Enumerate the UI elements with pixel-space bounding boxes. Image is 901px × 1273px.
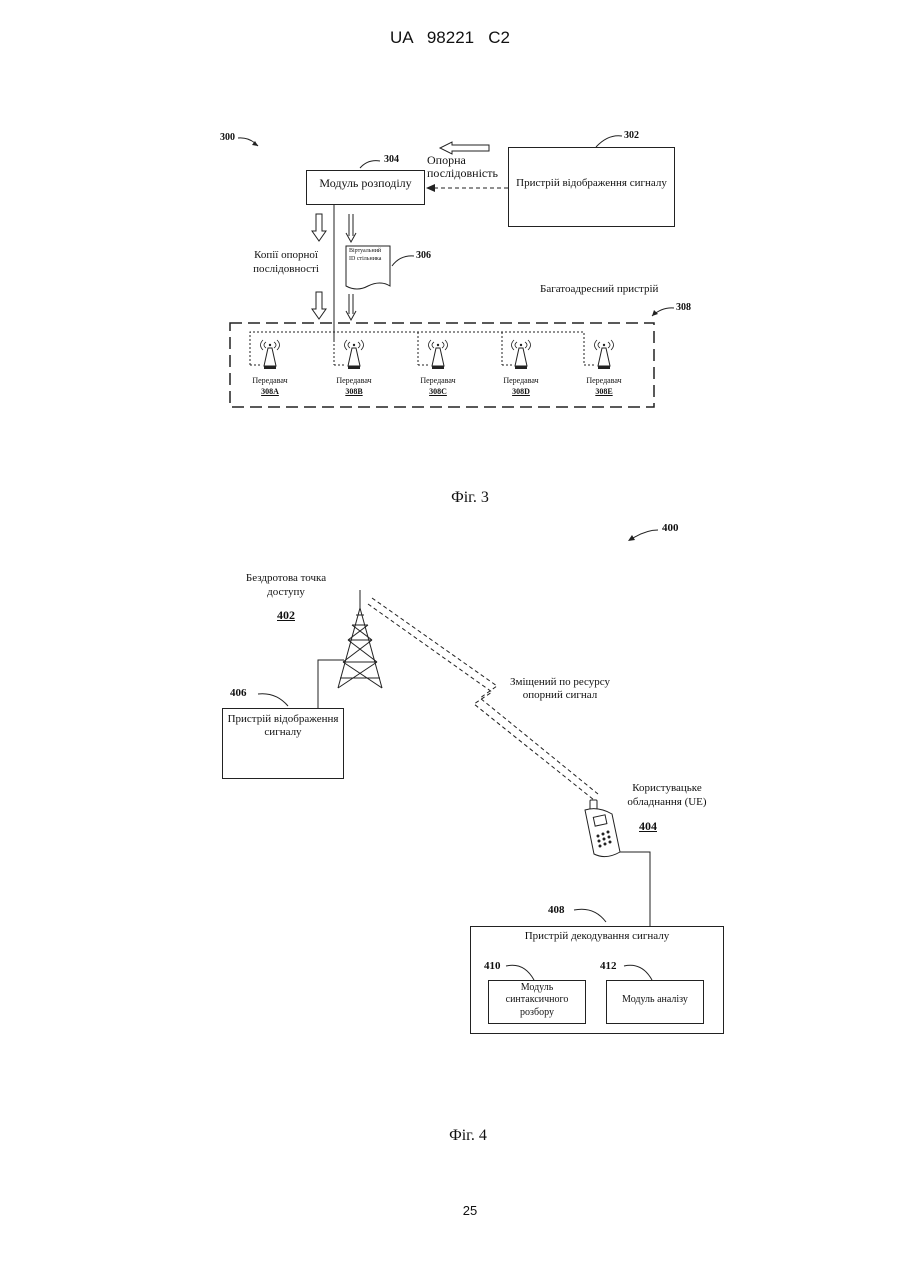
ref-410: 410	[484, 960, 501, 974]
signal-display-line2: сигналу	[223, 726, 343, 740]
access-point-line2: доступу	[236, 586, 336, 600]
figure-4-caption: Фіг. 4	[418, 1126, 518, 1146]
analysis-module-label: Модуль аналізу	[607, 994, 703, 1007]
access-point-id: 402	[266, 608, 306, 623]
ref-406: 406	[230, 687, 247, 701]
ue-label-line2: обладнання (UE)	[612, 796, 722, 810]
signal-display-box: Пристрій відображення сигналу	[222, 708, 344, 779]
ref-400: 400	[662, 522, 679, 536]
access-point-line1: Бездротова точка	[236, 572, 336, 586]
parse-module-box: Модуль синтаксичного розбору	[488, 980, 586, 1024]
ue-label-line1: Користувацьке	[612, 782, 722, 796]
signal-display-line1: Пристрій відображення	[223, 713, 343, 727]
parse-module-line2: синтаксичного	[489, 994, 585, 1007]
analysis-module-box: Модуль аналізу	[606, 980, 704, 1024]
ref-412: 412	[600, 960, 617, 974]
parse-module-line3: розбору	[489, 1007, 585, 1020]
signal-label-line1: Зміщений по ресурсу	[500, 676, 620, 690]
ref-408: 408	[548, 904, 565, 918]
page-number: 25	[440, 1203, 500, 1219]
parse-module-line1: Модуль	[489, 982, 585, 995]
signal-label-line2: опорний сигнал	[500, 689, 620, 703]
tower-icon	[338, 590, 382, 688]
ue-id: 404	[628, 819, 668, 834]
signal-decoder-label: Пристрій декодування сигналу	[471, 930, 723, 944]
